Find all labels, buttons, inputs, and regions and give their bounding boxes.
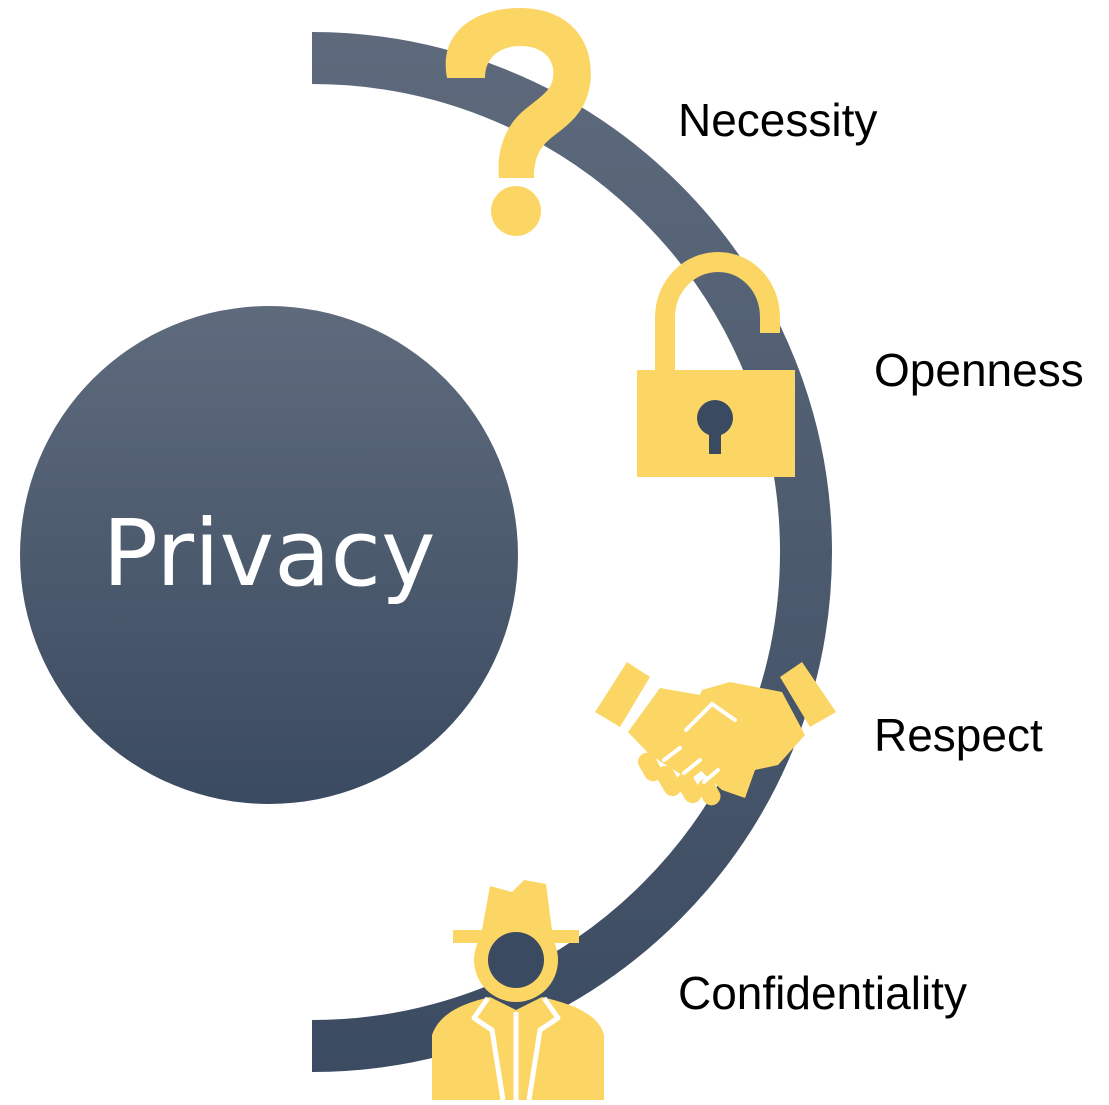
center-label: Privacy: [102, 500, 435, 607]
question-mark-icon: [445, 8, 591, 236]
label-necessity: Necessity: [678, 94, 878, 146]
label-openness: Openness: [874, 344, 1084, 396]
label-respect: Respect: [874, 709, 1043, 761]
handshake-icon: [595, 662, 836, 806]
label-confidentiality: Confidentiality: [678, 967, 967, 1019]
detective-icon: [432, 880, 604, 1101]
open-padlock-icon: [637, 251, 795, 477]
privacy-circle: Privacy: [20, 306, 518, 804]
